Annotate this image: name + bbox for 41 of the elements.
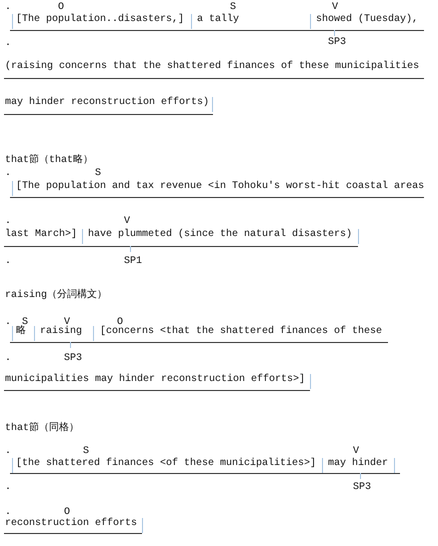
phrase-text: municipalities may hinder reconstruction efforts>] [5, 374, 306, 386]
phrase-text: 略 [16, 326, 26, 338]
dot-mark: . [5, 507, 12, 518]
sp-label: SP3 [328, 37, 346, 49]
phrase-text: may hinder reconstruction efforts) [5, 97, 210, 109]
dot-mark: . [5, 168, 12, 180]
section-heading: that節（同格） [5, 423, 80, 435]
dot-mark: . [5, 38, 12, 50]
phrase-text: [The population..disasters,] [16, 14, 184, 26]
role-label: V [332, 2, 338, 14]
role-label: V [353, 446, 360, 458]
phrase-text: (raising concerns that the shattered finances of these municipalities [5, 61, 420, 73]
phrase-text: raising [40, 326, 82, 338]
phrase-text: last March>] [5, 229, 78, 241]
role-label: O [117, 317, 124, 328]
section-heading: that節（that略） [5, 155, 94, 167]
phrase-text: showed (Tuesday), [316, 14, 418, 26]
dot-mark: . [5, 353, 12, 365]
role-label: S [230, 2, 236, 14]
sp-label: SP1 [124, 256, 142, 268]
role-label: V [124, 216, 130, 228]
phrase-text: [concerns <that the shattered finances of these [100, 326, 382, 338]
dot-mark: . [5, 2, 12, 14]
section-heading: raising（分詞構文） [5, 290, 108, 302]
dot-mark: . [5, 317, 12, 329]
sp-label: SP3 [353, 482, 372, 494]
role-label: O [64, 507, 70, 518]
sp-label: SP3 [64, 353, 82, 365]
phrase-text: have plummeted (since the natural disasters) [88, 229, 352, 241]
dot-mark: . [5, 482, 12, 494]
phrase-text: a tally [197, 14, 240, 26]
dot-mark: . [5, 256, 12, 268]
phrase-text: [The population and tax revenue <in Tohoku's worst-hit coastal areas [16, 181, 424, 193]
role-label: S [83, 446, 90, 458]
dot-mark: . [5, 446, 12, 458]
phrase-text: reconstruction efforts [5, 518, 138, 530]
role-label: O [58, 2, 64, 14]
phrase-text: may hinder [328, 458, 388, 470]
role-label: S [95, 168, 102, 180]
phrase-text: [the shattered finances <of these municipalities>] [16, 458, 316, 470]
dot-mark: . [5, 216, 12, 228]
